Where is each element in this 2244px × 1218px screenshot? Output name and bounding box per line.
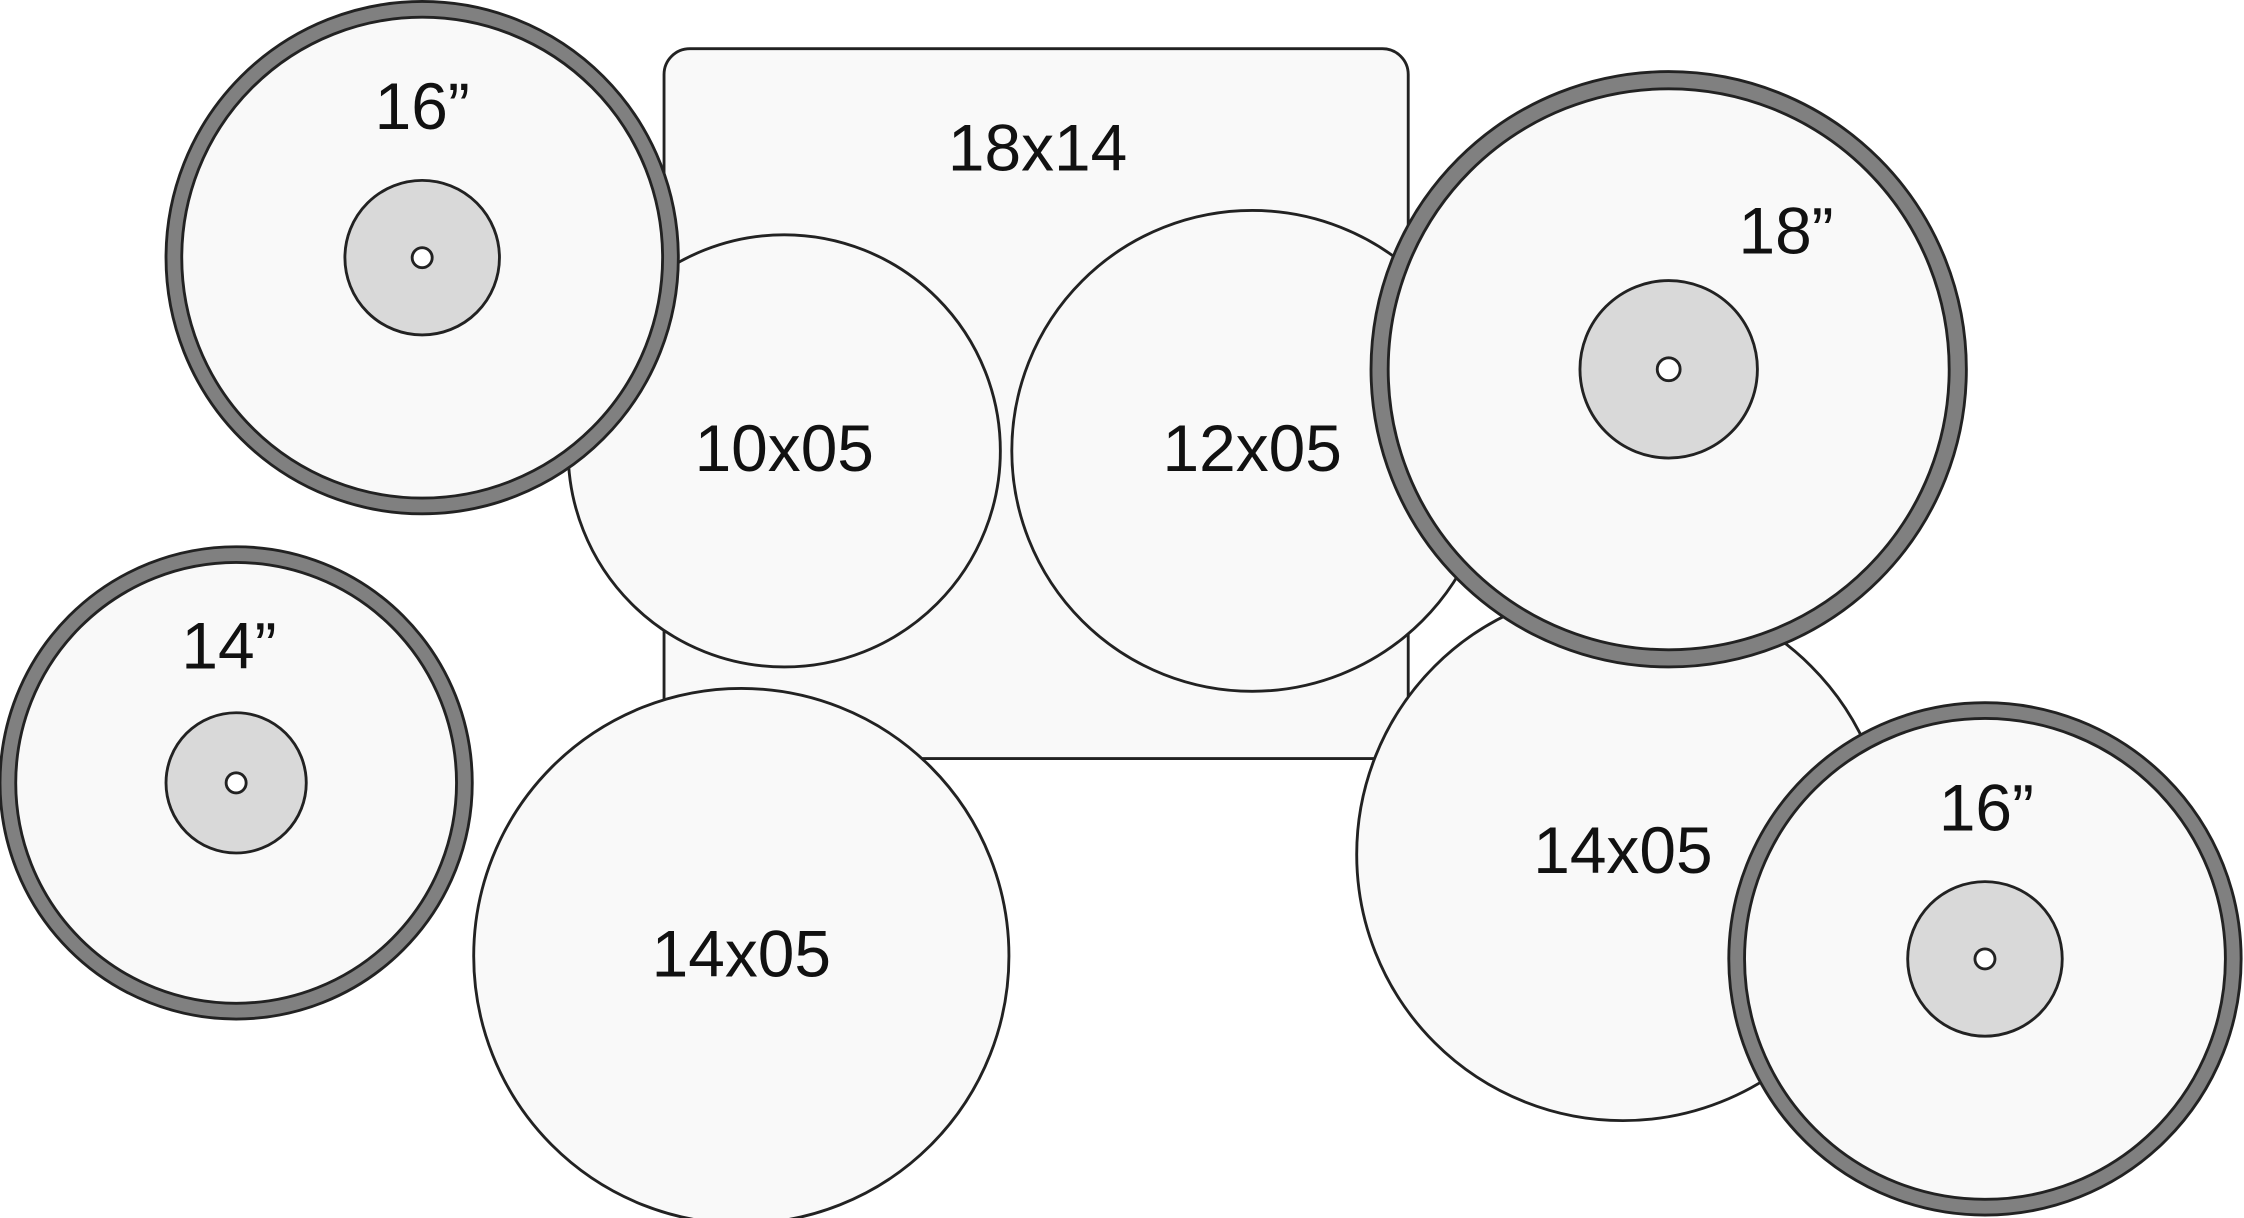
cymbal-16-right: 16” xyxy=(1727,701,2243,1217)
floor-tom-left-label: 14x05 xyxy=(652,916,831,990)
floor-tom-left: 14x05 xyxy=(472,687,1011,1218)
cymbal-18: 18” xyxy=(1369,70,1968,669)
cymbal-16-left-label: 16” xyxy=(375,69,470,143)
cymbal-16-right-label: 16” xyxy=(1939,770,2034,844)
cymbal-16-left: 16” xyxy=(164,0,680,516)
cymbal-14: 14” xyxy=(0,545,474,1021)
tom-12-label: 12x05 xyxy=(1163,411,1342,485)
tom-10: 10x05 xyxy=(566,233,1002,669)
bass-drum-label: 18x14 xyxy=(948,111,1127,185)
tom-10-label: 10x05 xyxy=(695,411,874,485)
cymbal-18-label: 18” xyxy=(1738,194,1833,268)
cymbal-14-label: 14” xyxy=(181,609,276,683)
floor-tom-right-label: 14x05 xyxy=(1533,813,1712,887)
